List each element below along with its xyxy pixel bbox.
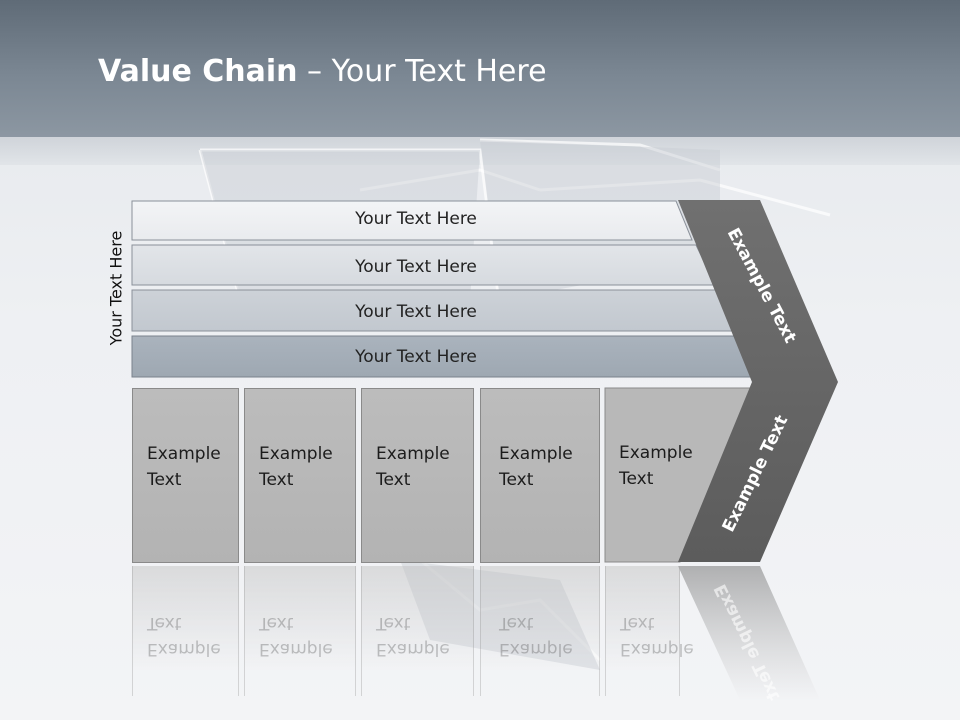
bar-1: [131, 200, 693, 241]
title-bold: Value Chain: [98, 54, 298, 89]
title-rest: – Your Text Here: [297, 54, 547, 89]
bar-2-label: Your Text Here: [354, 257, 477, 277]
bar-3-label: Your Text Here: [354, 302, 477, 322]
chevron-reflection: [678, 566, 820, 700]
header-band: [0, 0, 960, 137]
chevron-arrow: [678, 200, 838, 562]
page-title: Value Chain – Your Text Here: [98, 54, 547, 89]
bar-1-label: Your Text Here: [354, 209, 477, 229]
bar-4-label: Your Text Here: [354, 347, 477, 367]
